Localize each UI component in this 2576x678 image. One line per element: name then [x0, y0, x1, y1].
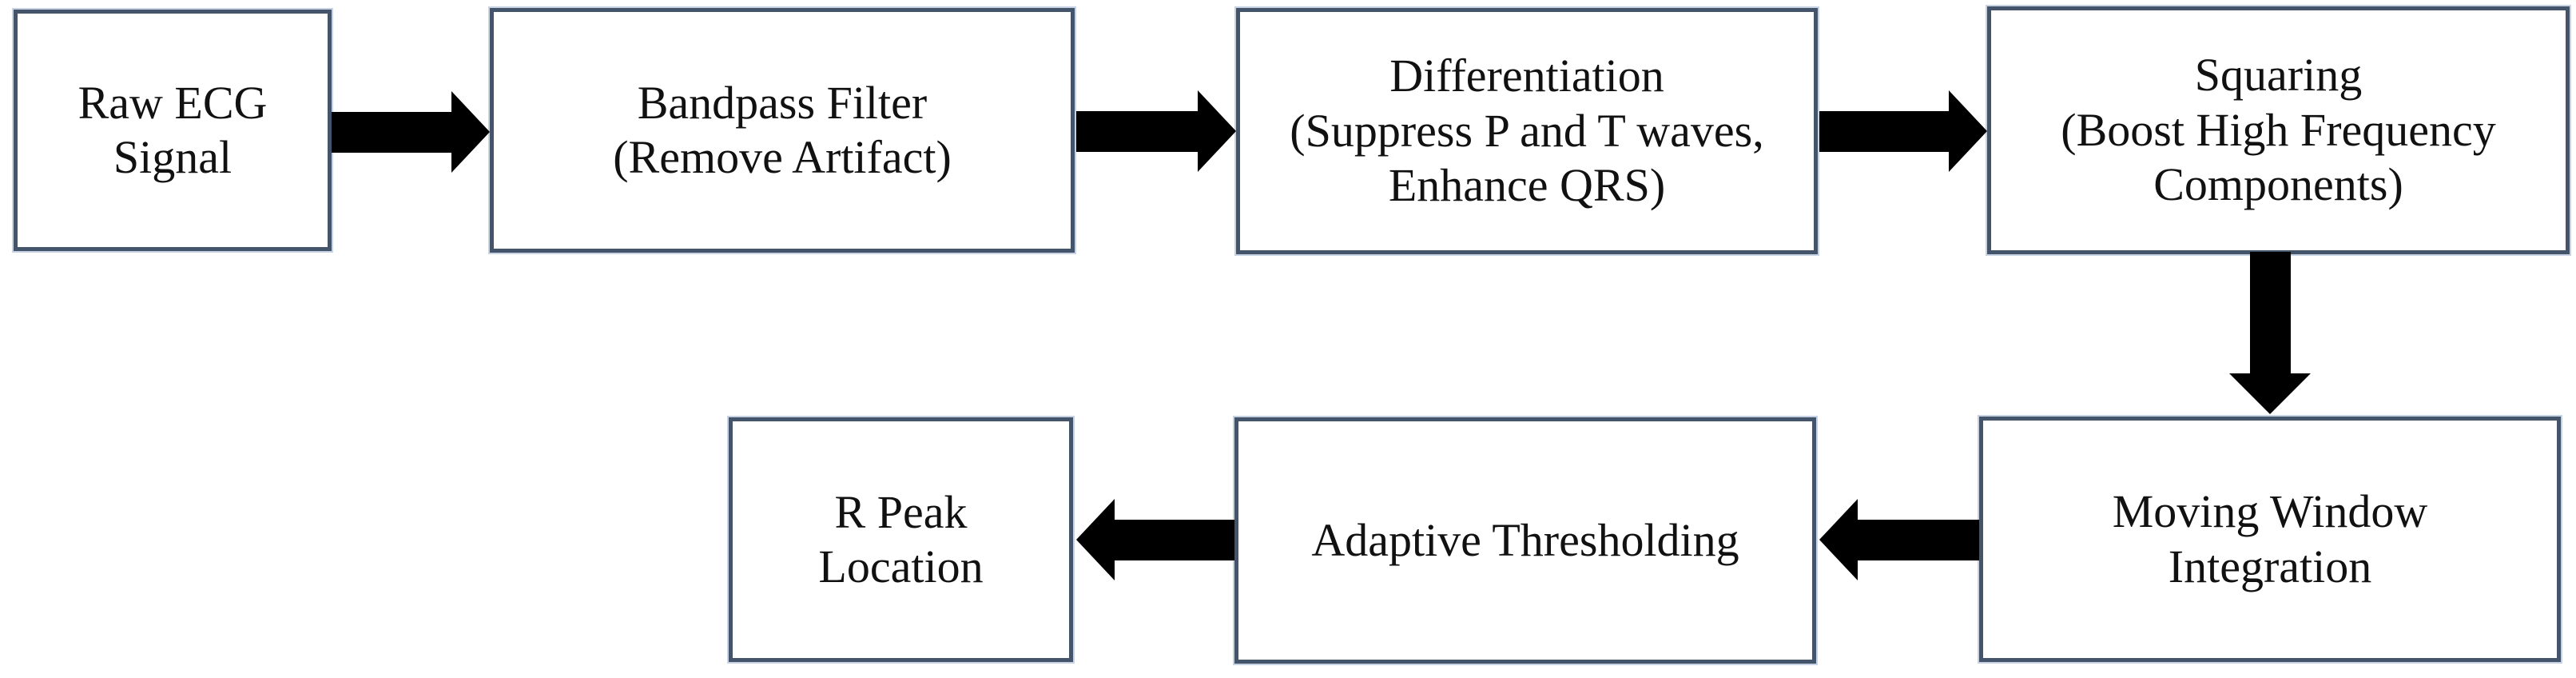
node-r-peak-location-label: R Peak Location [818, 485, 984, 592]
arrow-shaft [2250, 252, 2291, 374]
node-raw-ecg-signal: Raw ECG Signal [14, 10, 332, 251]
node-bandpass-filter-label: Bandpass Filter (Remove Artifact) [613, 76, 952, 183]
arrow-bandpass-to-differentiation [1076, 90, 1236, 172]
arrow-shaft [1076, 111, 1199, 152]
node-adaptive-thresholding-label: Adaptive Thresholding [1311, 513, 1739, 566]
arrow-shaft [1114, 520, 1234, 560]
arrow-head [1949, 90, 1987, 172]
arrow-head [1198, 90, 1236, 172]
arrow-differentiation-to-squaring [1819, 90, 1987, 172]
node-differentiation-label: Differentiation (Suppress P and T waves,… [1290, 50, 1764, 212]
arrow-head [2229, 373, 2311, 414]
arrow-moving-window-to-adaptive-thresholding [1819, 499, 1979, 580]
node-squaring-label: Squaring (Boost High Frequency Component… [2061, 49, 2496, 211]
arrow-raw-ecg-to-bandpass [332, 91, 490, 173]
arrow-shaft [332, 112, 452, 153]
arrow-shaft [1819, 111, 1950, 152]
node-raw-ecg-signal-label: Raw ECG Signal [78, 76, 268, 183]
node-bandpass-filter: Bandpass Filter (Remove Artifact) [490, 8, 1075, 253]
node-differentiation: Differentiation (Suppress P and T waves,… [1236, 8, 1818, 254]
node-moving-window-integration: Moving Window Integration [1979, 417, 2561, 662]
node-squaring: Squaring (Boost High Frequency Component… [1987, 6, 2570, 254]
arrow-head [1076, 499, 1115, 580]
node-r-peak-location: R Peak Location [729, 417, 1073, 662]
node-moving-window-integration-label: Moving Window Integration [2112, 485, 2428, 592]
node-adaptive-thresholding: Adaptive Thresholding [1234, 417, 1816, 664]
arrow-adaptive-thresholding-to-r-peak [1076, 499, 1234, 580]
arrow-squaring-to-moving-window [2229, 252, 2312, 414]
arrow-head [451, 91, 490, 173]
arrow-shaft [1857, 520, 1979, 560]
arrow-head [1819, 499, 1858, 580]
